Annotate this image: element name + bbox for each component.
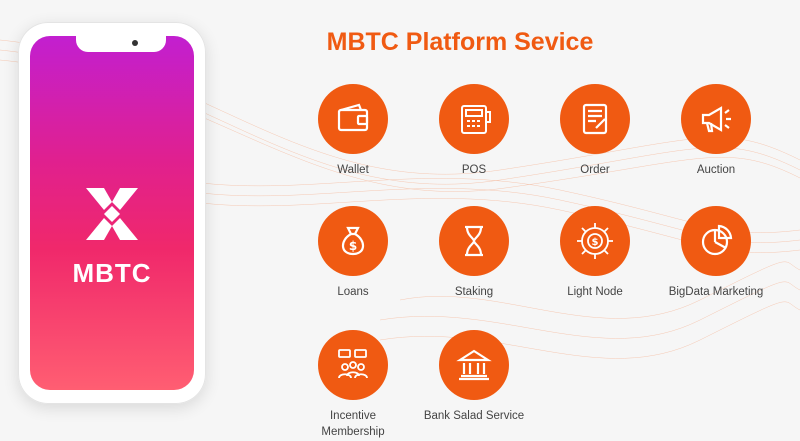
service-label: POS [461, 164, 487, 176]
camera-dot [132, 40, 138, 46]
service-auction[interactable]: Auction [656, 84, 776, 178]
megaphone-icon [681, 84, 751, 154]
money-bag-icon: $ [318, 206, 388, 276]
svg-text:$: $ [592, 237, 599, 248]
wallet-icon [318, 84, 388, 154]
service-label: Auction [696, 164, 736, 176]
svg-text:$: $ [349, 239, 357, 253]
service-order[interactable]: Order [535, 84, 655, 178]
phone-screen: MBTC [30, 36, 194, 390]
service-staking[interactable]: Staking [414, 206, 534, 300]
service-bigdata-marketing[interactable]: BigData Marketing [656, 206, 776, 300]
service-bank-salad[interactable]: Bank Salad Service [414, 330, 534, 424]
service-label: Order [580, 164, 610, 176]
page-title: MBTC Platform Sevice [326, 28, 594, 56]
service-label: BigData Marketing [668, 286, 764, 298]
community-chat-icon [318, 330, 388, 400]
service-label: Loans [337, 286, 369, 298]
service-pos[interactable]: POS [414, 84, 534, 178]
app-logo-text: MBTC [72, 258, 152, 288]
service-light-node[interactable]: $ Light Node [535, 206, 655, 300]
order-document-icon [560, 84, 630, 154]
pos-terminal-icon [439, 84, 509, 154]
service-incentive-membership[interactable]: Incentive Membership [293, 330, 413, 440]
service-loans[interactable]: $ Loans [293, 206, 413, 300]
node-network-icon: $ [560, 206, 630, 276]
pie-chart-icon [681, 206, 751, 276]
phone-mockup: MBTC [18, 22, 206, 404]
service-label: Wallet [337, 164, 369, 176]
service-label: Staking [454, 286, 494, 298]
service-label: Incentive Membership [321, 410, 385, 438]
service-label: Bank Salad Service [423, 410, 525, 422]
bank-icon [439, 330, 509, 400]
hourglass-icon [439, 206, 509, 276]
service-wallet[interactable]: Wallet [293, 84, 413, 178]
phone-notch [76, 36, 166, 52]
mbtc-logo-icon [86, 188, 138, 240]
service-label: Light Node [567, 286, 623, 298]
